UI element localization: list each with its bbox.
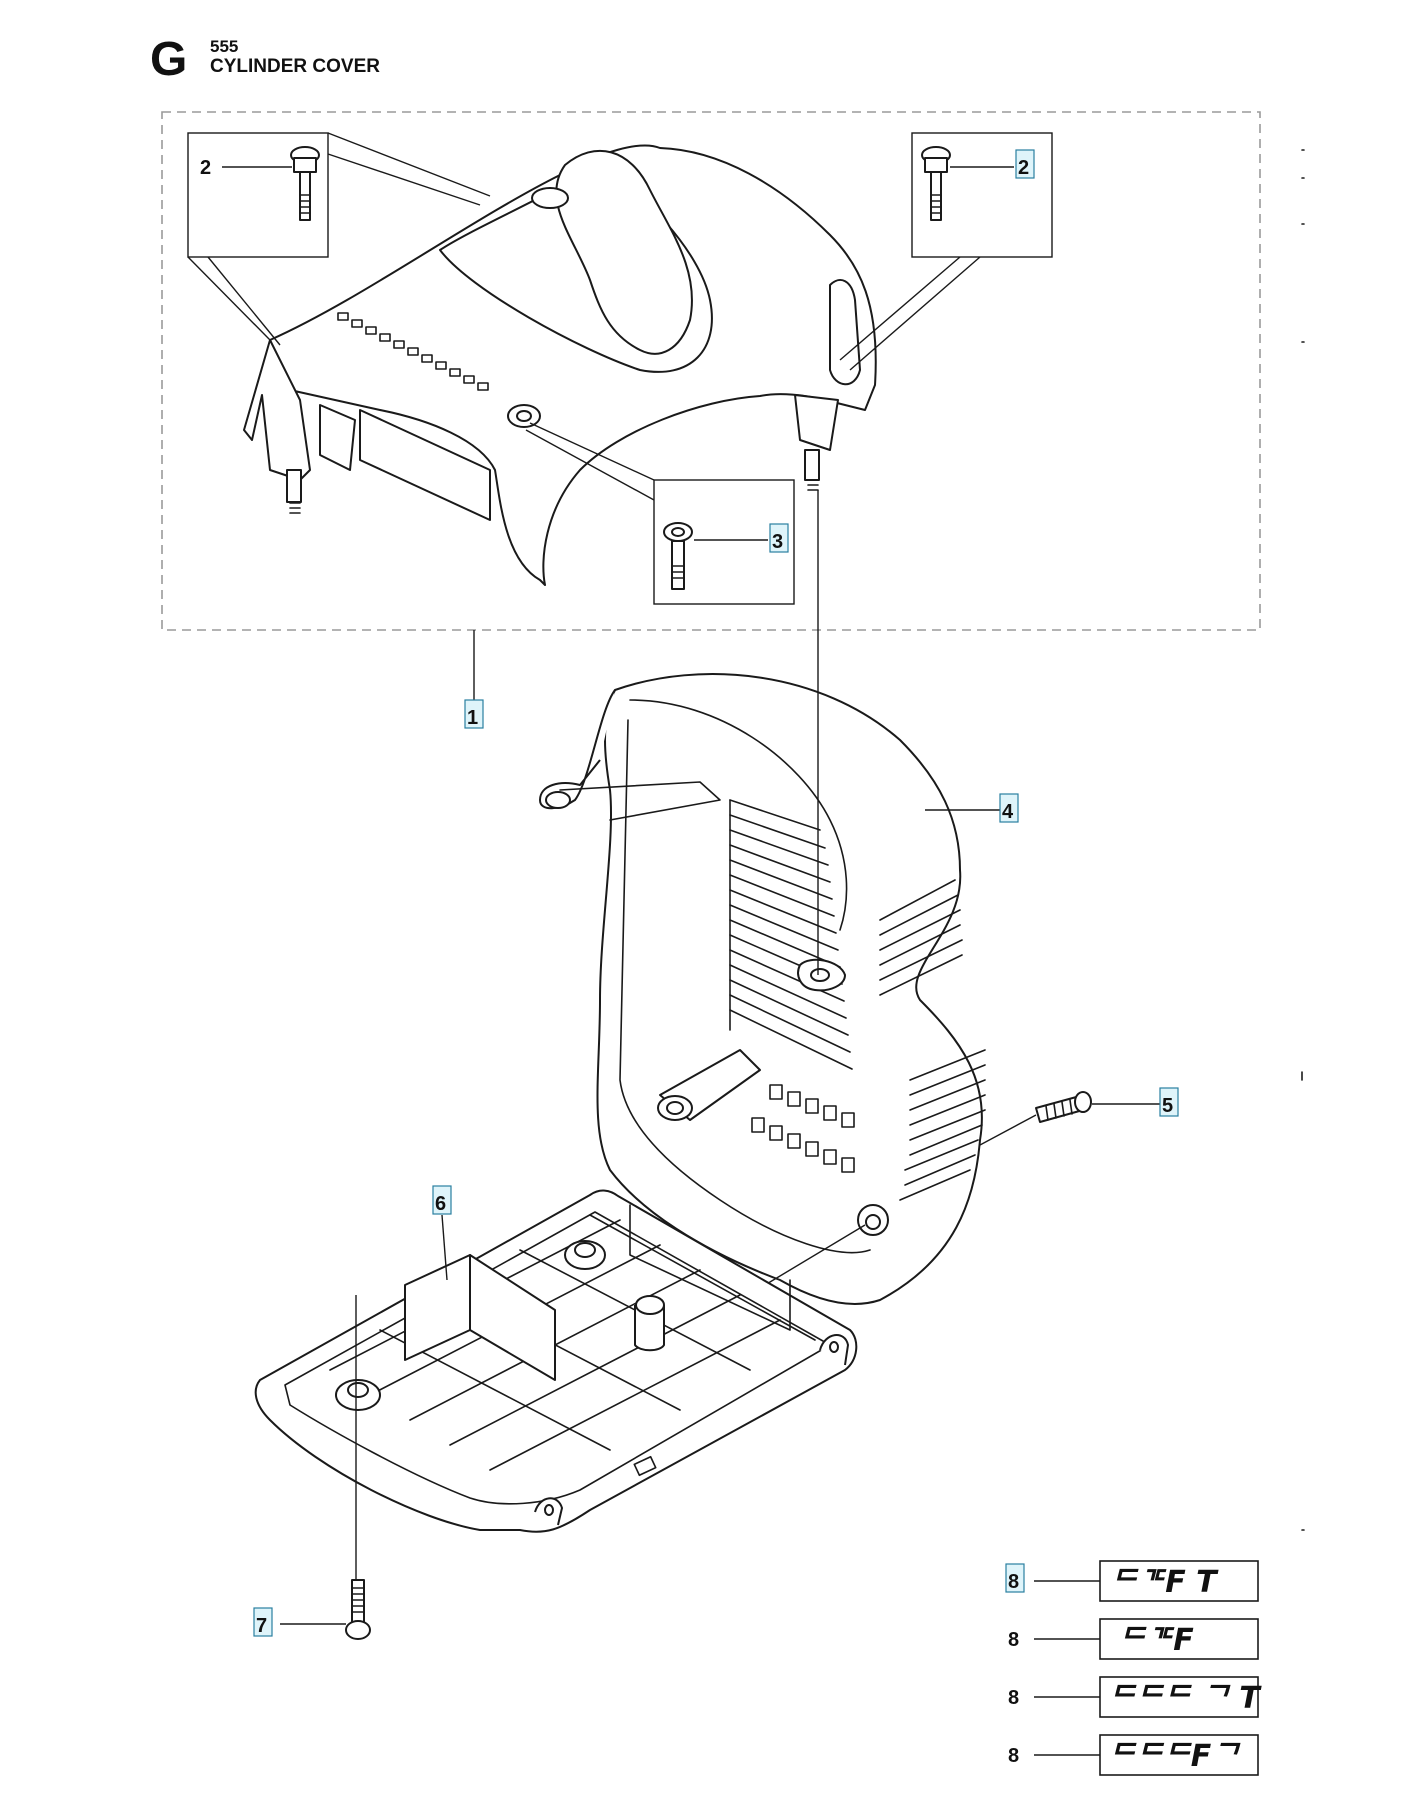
callout-8-a: 8 [1008,1571,1019,1593]
decal-row-1: 8 ᄃᄀᄃF T [1005,1560,1259,1602]
section-letter: G [150,33,188,86]
decal-1-text: ᄃᄀᄃF T [1110,1565,1219,1600]
callout-1: 1 [467,707,478,729]
inset-screw-3: 3 [525,422,795,605]
assembly-dashed-frame [161,111,1261,631]
decal-3 [1099,1676,1259,1718]
callout-7: 7 [256,1615,267,1637]
top-cover-illustration [243,144,877,586]
decal-2-text: ᄃᄀᄃF [1118,1623,1194,1658]
decal-row-3: 8 ᄃᄃᄃ ᄀ T [1008,1676,1262,1718]
callout-8-b: 8 [1008,1629,1019,1651]
callout-4: 4 [1002,801,1014,823]
decal-3-text: ᄃᄃᄃ ᄀ T [1108,1681,1262,1716]
inset-screw-2-left: 2 [187,132,491,346]
decal-1 [1099,1560,1259,1602]
decal-4 [1099,1734,1259,1776]
decal-4-text: ᄃᄃᄃFᄀ [1108,1739,1241,1774]
decal-2 [1099,1618,1259,1660]
decal-row-4: 8 ᄃᄃᄃFᄀ [1008,1734,1259,1776]
callout-3: 3 [772,531,783,553]
callout-2-left: 2 [200,157,211,179]
margin-specks [1301,149,1305,1531]
callout-2-right: 2 [1018,157,1029,179]
screw-7-illustration [280,1295,371,1640]
model-number: 555 [210,37,239,56]
page-title: CYLINDER COVER [210,56,380,77]
inset-screw-2-right: 2 [839,132,1053,371]
leader-6 [441,1214,448,1281]
callout-8-d: 8 [1008,1745,1019,1767]
decal-row-2: 8 ᄃᄀᄃF [1008,1618,1259,1660]
callout-8-c: 8 [1008,1687,1019,1709]
callout-6: 6 [435,1193,446,1215]
cylinder-shroud-illustration [539,673,986,1305]
screw-5-illustration [979,1091,1160,1146]
callout-5: 5 [1162,1095,1173,1117]
base-plate-illustration [254,1189,858,1533]
